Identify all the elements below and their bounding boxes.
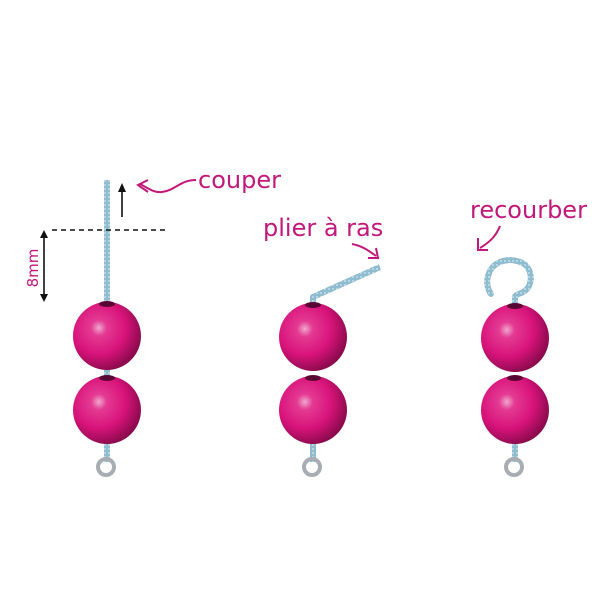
bead-top — [279, 303, 347, 371]
bead-hole — [99, 301, 115, 307]
wire-curl — [484, 257, 534, 309]
wire-bottom — [310, 440, 316, 462]
curved-arrow-icon — [351, 243, 377, 257]
eye-pin-loop-icon — [96, 457, 116, 477]
measure-label: 8mm — [24, 249, 42, 288]
cut-label: couper — [198, 166, 281, 194]
step-curl: recourber — [470, 196, 587, 477]
bead-top — [73, 302, 141, 370]
bead-hole — [507, 375, 523, 381]
step-cut: 8mm couper — [24, 166, 281, 477]
bead-hole — [507, 303, 523, 309]
bead-hole — [305, 375, 321, 381]
bend-flush-label: plier à ras — [263, 214, 383, 242]
up-arrow-icon — [118, 183, 126, 217]
wire-long — [104, 180, 110, 380]
wire-bottom — [104, 440, 110, 462]
curl-label: recourber — [470, 196, 587, 224]
bead-bottom — [481, 376, 549, 444]
measure-arrow — [40, 230, 48, 302]
eye-pin-loop-icon — [302, 457, 322, 477]
bead-hole — [99, 375, 115, 381]
wire-bottom — [512, 440, 518, 462]
eye-pin-loop-icon — [504, 457, 524, 477]
curved-arrow-icon — [479, 225, 501, 249]
curved-arrow-icon — [139, 179, 197, 194]
step-bend-flush: plier à ras — [263, 214, 383, 477]
bead-hole — [305, 302, 321, 308]
bead-bottom — [73, 376, 141, 444]
bead-bottom — [279, 376, 347, 444]
wire-bent — [310, 264, 382, 306]
bead-top — [481, 304, 549, 372]
